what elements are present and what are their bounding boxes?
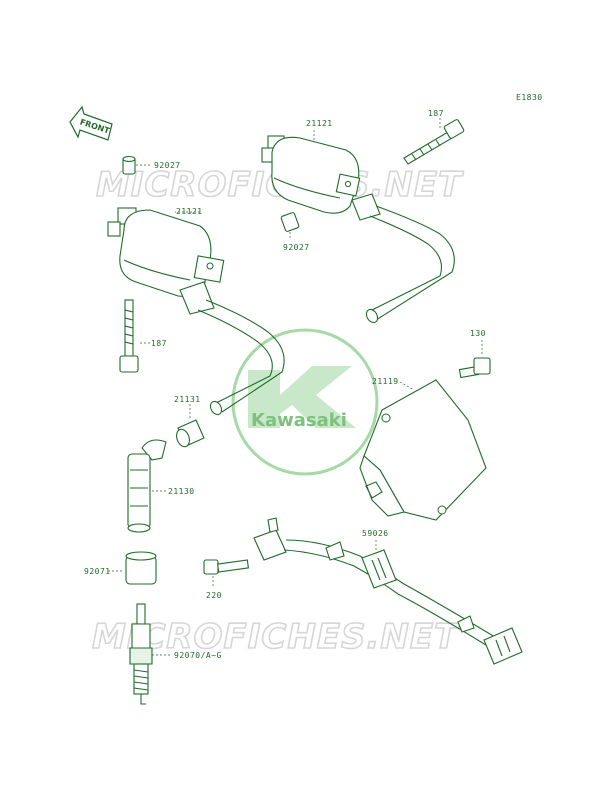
label-21131: 21131	[174, 395, 201, 404]
label-220: 220	[206, 591, 222, 600]
plug-cap-nut-21131	[176, 419, 205, 448]
diagram-code: E1830	[516, 93, 543, 102]
watermark-bottom: MICROFICHES.NET	[92, 617, 460, 657]
plug-cap-21130	[127, 439, 167, 533]
label-187-top: 187	[428, 109, 444, 118]
bolt-187-left	[119, 299, 139, 373]
plug-boot-92071	[125, 551, 157, 585]
kawasaki-logo: Kawasaki	[231, 328, 379, 476]
label-92027-mid: 92027	[283, 243, 310, 252]
ht-lead-left	[205, 299, 285, 413]
kawasaki-logo-text: Kawasaki	[251, 410, 347, 431]
label-92071: 92071	[84, 567, 111, 576]
label-21119: 21119	[372, 377, 399, 386]
ht-lead-top	[375, 205, 455, 321]
label-92070: 92070/A~G	[174, 651, 222, 660]
ht-lead-top-b	[367, 215, 443, 313]
label-21130: 21130	[168, 487, 195, 496]
label-187-left: 187	[151, 339, 167, 348]
ht-lead-left-b	[197, 309, 273, 405]
spark-plug-92070	[129, 603, 153, 705]
bolt-130	[458, 357, 491, 379]
label-130: 130	[470, 329, 486, 338]
igniter-unit-21119	[359, 379, 487, 521]
bolt-220	[203, 559, 250, 575]
bolt-187-top	[403, 119, 465, 165]
label-59026: 59026	[362, 529, 389, 538]
sensor-59026	[253, 517, 523, 665]
label-21121-top: 21121	[306, 119, 333, 128]
label-92027-top: 92027	[154, 161, 181, 170]
front-arrow-icon: FRONT	[69, 105, 113, 141]
label-21121-left: 21121	[176, 207, 203, 216]
cap-92027-mid	[280, 212, 300, 232]
ignition-coil-top	[261, 135, 381, 221]
ignition-coil-left	[107, 207, 225, 315]
cap-92027-top	[122, 155, 136, 175]
